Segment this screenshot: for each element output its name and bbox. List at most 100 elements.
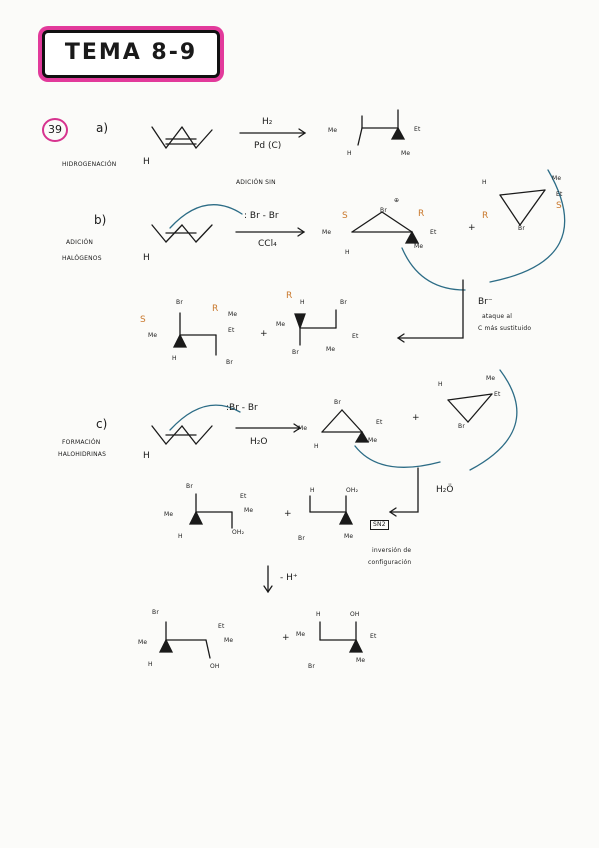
label-me-b: Me: [322, 229, 332, 236]
plus-c2: +: [284, 509, 292, 519]
part-c-type-1: FORMACIÓN: [62, 439, 101, 446]
reagent-pd: Pd (C): [254, 141, 282, 151]
stereo-r-3: R: [286, 291, 293, 301]
label-h-c4: H: [178, 533, 183, 540]
stereo-s-3: S: [140, 315, 146, 325]
part-c-letter: c): [96, 417, 108, 431]
halohydrin-products: [158, 621, 364, 659]
label-me-c4: Me: [164, 511, 174, 518]
label-br-b6: Br: [340, 299, 347, 306]
label-h-b3: H: [482, 179, 487, 186]
reagent-br2: : Br - Br: [244, 211, 279, 221]
label-et-c3: Et: [494, 391, 501, 398]
product-a: [357, 109, 406, 146]
note-ataque: ataque al: [482, 313, 513, 320]
label-h-c3: H: [438, 381, 443, 388]
plus-b2: +: [260, 329, 268, 339]
label-me-b5: Me: [228, 311, 238, 318]
label-et-b5: Et: [352, 333, 359, 340]
label-me-c10: Me: [356, 657, 366, 664]
water-arrow-right: [469, 369, 518, 471]
reagent-h2o: H₂O: [250, 437, 268, 447]
part-b-type-1: ADICIÓN: [66, 239, 94, 246]
part-a-type: HIDROGENACIÓN: [62, 161, 117, 168]
label-oh2-1: OH₂: [232, 529, 245, 536]
stereo-r-2: R: [482, 211, 489, 221]
bromonium-b: [351, 211, 420, 244]
label-me-c: Me: [298, 425, 308, 432]
label-br-c6: Br: [152, 609, 159, 616]
problem-number: 39: [42, 118, 68, 142]
part-c-type-2: HALOHIDRINAS: [58, 451, 107, 458]
stereo-s-4: R: [212, 304, 219, 314]
label-et-c: Et: [376, 419, 383, 426]
water-arrow-left: [354, 445, 441, 468]
part-b-type-2: HALÓGENOS: [62, 255, 102, 262]
alkene-b: [151, 224, 213, 243]
bracket-arrow-c: [389, 467, 419, 513]
bromonium-c2: [447, 393, 493, 423]
label-me-b7: Me: [326, 346, 336, 353]
charge-plus-b: ⊕: [394, 197, 400, 204]
bromide-ion: Br⁻: [478, 297, 493, 307]
label-et-c8: Et: [370, 633, 377, 640]
label-et-b4: Et: [228, 327, 235, 334]
plus-b: +: [468, 223, 476, 233]
label-me-b6: Me: [276, 321, 286, 328]
attack-arrow-right: [489, 169, 566, 283]
label-et-c4: Et: [240, 493, 247, 500]
note-adicion-sin: ADICIÓN SIN: [236, 179, 276, 186]
water-nucleophile: H₂Ö: [436, 485, 454, 495]
sn2-box: SN2: [370, 520, 389, 530]
label-h-b5: H: [300, 299, 305, 306]
label-me-b4: Me: [148, 332, 158, 339]
stereo-r-1: R: [418, 209, 425, 219]
title-banner: TEMA 8-9: [42, 30, 220, 78]
label-me-b3: Me: [552, 175, 562, 182]
deprotonation-label: - H⁺: [280, 573, 298, 583]
label-br-b7: Br: [292, 349, 299, 356]
reagent-br2-c: :Br - Br: [226, 403, 258, 413]
label-et-b3: Et: [556, 191, 563, 198]
label-h: H: [143, 157, 150, 167]
label-oh-2: OH: [350, 611, 360, 618]
label-oh2-2: OH₂: [346, 487, 359, 494]
label-me-c2: Me: [368, 437, 378, 444]
label-h-b: H: [143, 253, 150, 263]
label-br-c5: Br: [298, 535, 305, 542]
part-a-letter: a): [96, 121, 109, 135]
bromonium-c: [321, 409, 370, 443]
label-h-c6: H: [148, 661, 153, 668]
label-br-b3: Br: [518, 225, 525, 232]
stereo-s-1: S: [342, 211, 348, 221]
note-inversion: inversión de: [372, 547, 412, 554]
reagent-ccl4: CCl₄: [258, 239, 277, 249]
label-h-b2: H: [345, 249, 350, 256]
label-me-c7: Me: [138, 639, 148, 646]
label-me-b2: Me: [414, 243, 424, 250]
label-me-a: Me: [328, 127, 338, 134]
label-h-c2: H: [314, 443, 319, 450]
page-title: TEMA 8-9: [64, 40, 198, 65]
bracket-arrow-b: [397, 279, 464, 339]
label-oh-1: OH: [210, 663, 220, 670]
label-br-b5: Br: [226, 359, 233, 366]
alkene-c: [151, 425, 213, 445]
label-me-c3: Me: [486, 375, 496, 382]
part-b-letter: b): [94, 213, 107, 227]
label-h-c5: H: [310, 487, 315, 494]
note-configuracion: configuración: [368, 559, 412, 566]
label-br-b4: Br: [176, 299, 183, 306]
electron-arrow-b: [169, 204, 243, 229]
label-me-c8: Me: [224, 637, 234, 644]
label-br-b: Br: [380, 207, 387, 214]
oxonium-products: [188, 493, 354, 529]
label-h-a: H: [347, 150, 352, 157]
label-me-bottom-a: Me: [401, 150, 411, 157]
label-br-c3: Br: [458, 423, 465, 430]
bromonium-b2: [499, 189, 546, 226]
label-h-c7: H: [316, 611, 321, 618]
label-et-c7: Et: [218, 623, 225, 630]
